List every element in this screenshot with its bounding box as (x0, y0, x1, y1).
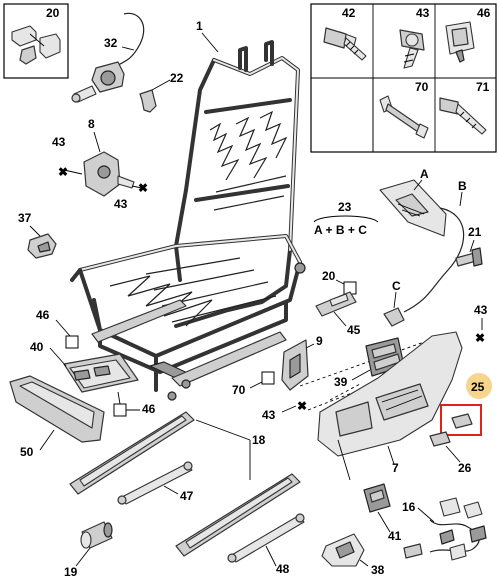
label-43-inset: 43 (416, 6, 430, 20)
cross-bar-47[interactable] (117, 461, 193, 505)
label-43a: 43 (52, 135, 66, 149)
label-39: 39 (334, 375, 348, 389)
label-38: 38 (371, 563, 385, 577)
cable-B[interactable] (403, 207, 465, 313)
cable-motor-32[interactable] (71, 12, 145, 103)
callout-box-46b (65, 335, 79, 349)
inset-part-20[interactable]: 20 (3, 3, 69, 79)
cross-bar-48[interactable] (227, 513, 305, 563)
label-40: 40 (30, 340, 44, 354)
bushing-19[interactable] (80, 521, 113, 549)
label-46-inset: 46 (477, 6, 491, 20)
label-43b: 43 (114, 197, 128, 211)
label-19: 19 (64, 565, 78, 579)
side-trim-panel-7[interactable] (317, 331, 463, 457)
label-41: 41 (388, 529, 402, 543)
label-71: 71 (476, 80, 490, 94)
label-20-inset: 20 (46, 6, 60, 20)
cross-43d-icon: ✖ (475, 331, 485, 345)
label-18: 18 (252, 433, 266, 447)
switch-41[interactable] (363, 483, 391, 513)
trim-9[interactable] (281, 339, 309, 391)
screw-43-icon[interactable] (399, 29, 425, 69)
label-46b: 46 (36, 308, 50, 322)
highlight-box-25 (440, 404, 482, 436)
highlight-marker-25 (466, 373, 492, 399)
formula-23: A + B + C (314, 223, 367, 237)
cross-43b-icon: ✖ (138, 181, 148, 195)
label-43c: 43 (262, 408, 276, 422)
actuator-45[interactable] (315, 291, 357, 317)
module-40[interactable] (63, 353, 139, 393)
bracket-50[interactable] (9, 375, 105, 443)
label-48: 48 (276, 562, 290, 576)
label-25: 25 (471, 380, 485, 394)
seat-frame-1[interactable] (70, 40, 306, 401)
screw-71-icon[interactable] (439, 97, 487, 135)
label-70: 70 (232, 383, 246, 397)
bracket-22[interactable] (139, 89, 157, 113)
cross-43a-icon: ✖ (58, 165, 68, 179)
cap-26[interactable] (429, 431, 451, 447)
label-47: 47 (180, 489, 194, 503)
clip-46-icon[interactable] (445, 21, 475, 63)
connector-38[interactable] (321, 533, 365, 567)
callout-box-46c (113, 403, 127, 417)
label-22: 22 (170, 71, 184, 85)
release-handle-A[interactable] (379, 179, 447, 237)
label-A: A (420, 167, 429, 181)
seat-rails-18[interactable] (69, 411, 301, 557)
clip-C[interactable] (383, 307, 405, 327)
label-20: 20 (322, 269, 336, 283)
label-16: 16 (402, 500, 416, 514)
label-8: 8 (88, 117, 95, 131)
pin-21[interactable] (455, 247, 483, 267)
label-46c: 46 (142, 402, 156, 416)
recliner-knob-8[interactable] (83, 151, 135, 197)
clip-20-icon (11, 25, 61, 65)
label-23: 23 (338, 200, 352, 214)
label-21: 21 (468, 225, 482, 239)
label-B: B (458, 179, 467, 193)
label-43d: 43 (474, 303, 488, 317)
label-9: 9 (316, 334, 323, 348)
callout-box-70 (261, 371, 275, 385)
cap-25[interactable] (451, 413, 473, 429)
label-1: 1 (196, 19, 203, 33)
wiring-harness-16[interactable] (403, 497, 487, 561)
label-70-inset: 70 (415, 80, 429, 94)
label-32: 32 (104, 36, 118, 50)
label-42: 42 (342, 6, 356, 20)
fastener-inset-grid: 42 43 46 70 71 (310, 3, 497, 153)
label-7: 7 (392, 461, 399, 475)
label-37: 37 (18, 211, 32, 225)
label-26: 26 (458, 461, 472, 475)
clip-37[interactable] (27, 233, 57, 259)
screw-42-icon[interactable] (323, 27, 367, 61)
label-C: C (392, 279, 401, 293)
rivet-70-icon[interactable] (379, 95, 429, 139)
cross-43c-icon: ✖ (297, 399, 307, 413)
label-50: 50 (20, 445, 34, 459)
label-45: 45 (347, 323, 361, 337)
